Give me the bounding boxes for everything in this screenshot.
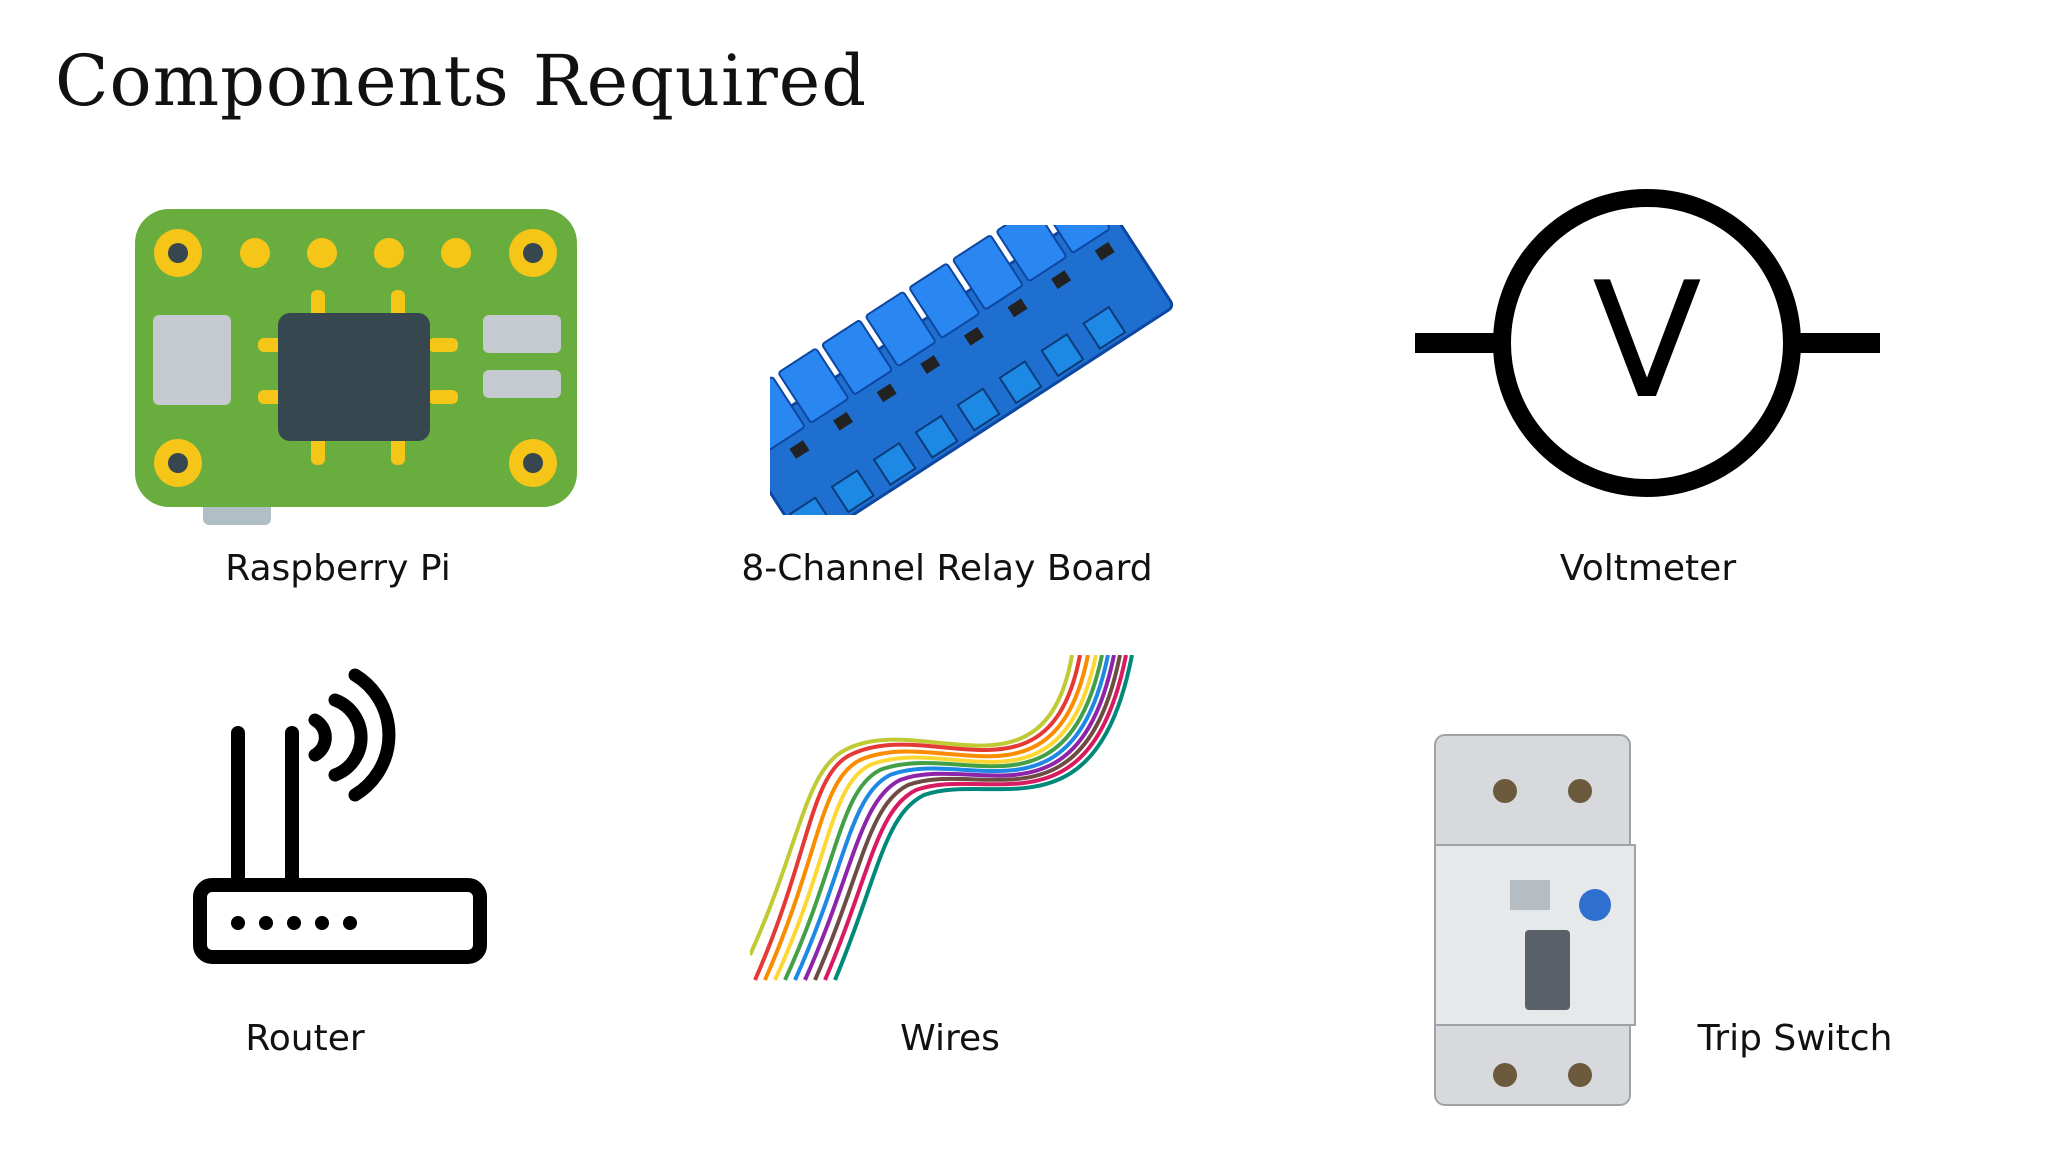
router-icon <box>193 668 487 964</box>
wires-image <box>750 655 1134 981</box>
voltmeter-symbol-letter: V <box>1592 247 1701 434</box>
component-label-router: Router <box>245 1018 365 1059</box>
relay-board-image <box>770 225 1174 515</box>
component-label-raspberry-pi: Raspberry Pi <box>225 548 451 589</box>
component-label-wires: Wires <box>900 1018 1000 1059</box>
raspberry-pi-board-icon <box>135 209 577 525</box>
slide-title: Components Required <box>55 40 868 122</box>
component-label-voltmeter: Voltmeter <box>1559 548 1737 589</box>
component-label-trip-switch: Trip Switch <box>1697 1018 1893 1059</box>
trip-switch-image <box>1434 734 1636 1106</box>
voltmeter-symbol-icon: V <box>1415 189 1880 497</box>
component-label-relay-board: 8-Channel Relay Board <box>741 548 1153 589</box>
